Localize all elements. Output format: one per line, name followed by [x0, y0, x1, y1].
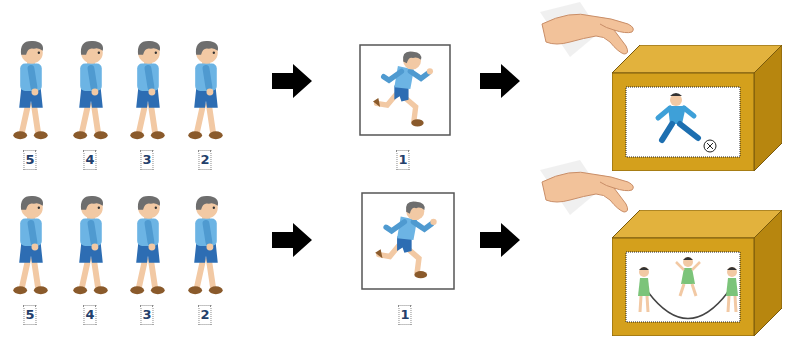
number-frame: 2	[198, 150, 211, 170]
number-frame: 4	[83, 150, 96, 170]
number-frame: 3	[140, 305, 153, 325]
number-frame: 3	[140, 150, 153, 170]
callout-number: 5	[25, 151, 34, 169]
callout-number: 4	[85, 151, 94, 169]
number-frame: 5	[23, 305, 36, 325]
callout-number: 4	[85, 306, 94, 324]
callout-number: 5	[25, 306, 34, 324]
number-frame: 5	[23, 150, 36, 170]
number-frame: 1	[396, 150, 409, 170]
callout-number: 1	[400, 306, 409, 324]
callout-number: 1	[398, 151, 407, 169]
callout-number: 3	[142, 306, 151, 324]
callout-number: 2	[200, 151, 209, 169]
number-frame: 1	[398, 305, 411, 325]
number-frame: 4	[83, 305, 96, 325]
callout-number: 2	[200, 306, 209, 324]
number-frame: 2	[198, 305, 211, 325]
callout-number: 3	[142, 151, 151, 169]
